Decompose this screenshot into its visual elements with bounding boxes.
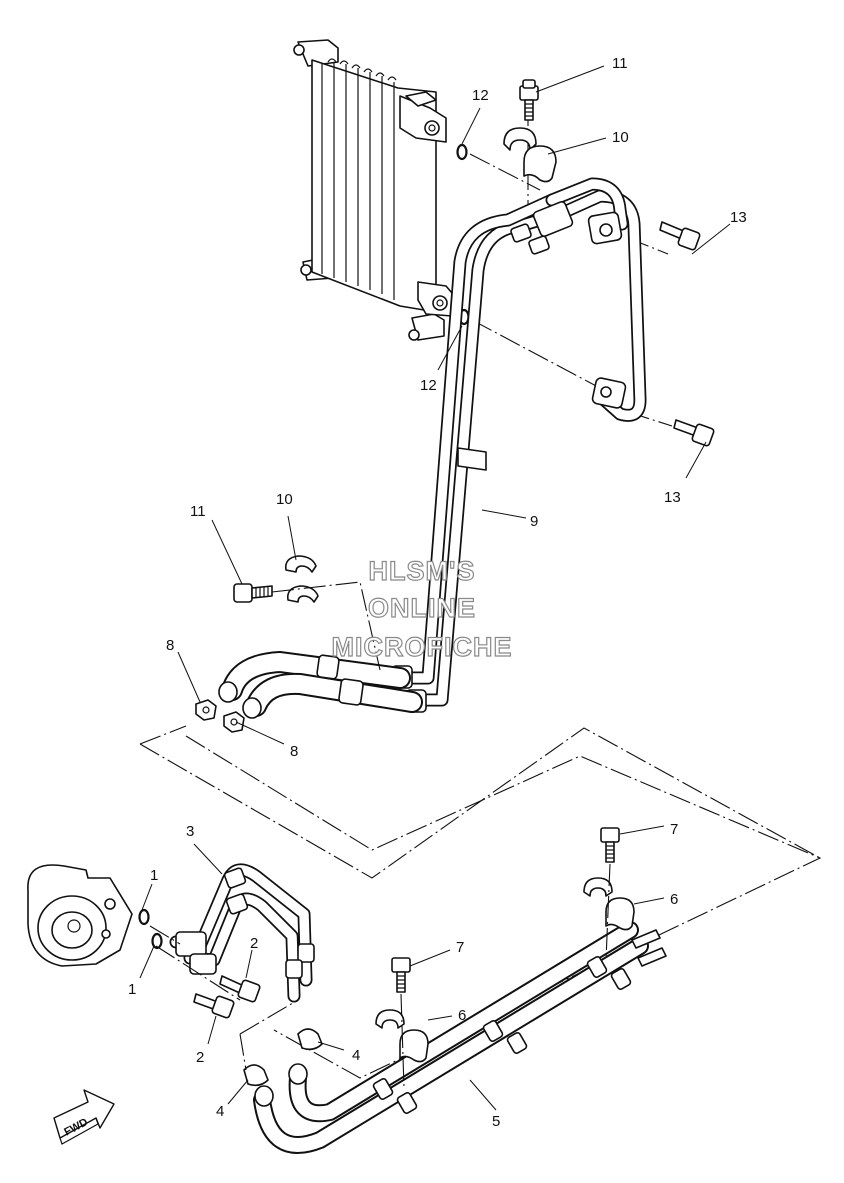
- bolt-2-lower: [193, 993, 235, 1019]
- hose-clip-4-upper: [297, 1028, 323, 1051]
- bolt-2-upper: [219, 975, 261, 1003]
- bolt-7-right: [600, 827, 620, 863]
- callout-10-upper: 10: [612, 129, 629, 146]
- callout-7-right: 7: [670, 821, 678, 838]
- callout-6-left: 6: [458, 1007, 466, 1024]
- hose-clip-8-left: [195, 699, 217, 721]
- callout-12-lower: 12: [420, 377, 437, 394]
- clamp-6-right: [583, 877, 635, 931]
- bolt-11-upper: [519, 79, 539, 121]
- callout-3: 3: [186, 823, 194, 840]
- callout-4-upper: 4: [352, 1047, 360, 1064]
- hose-upper-left: [218, 651, 423, 719]
- callout-6-right: 6: [670, 891, 678, 908]
- callout-11-middle: 11: [190, 503, 206, 520]
- fwd-arrow-icon: FWD: [53, 1089, 115, 1145]
- watermark-line2: ONLINE: [368, 593, 476, 623]
- clamp-10-middle: [284, 555, 319, 603]
- bolt-13-upper: [659, 221, 701, 251]
- callout-9: 9: [530, 513, 538, 530]
- clamp-10-upper: [503, 127, 557, 183]
- oil-pipe-assy-9: [391, 177, 647, 713]
- oil-cooler: [293, 39, 459, 341]
- callout-10-middle: 10: [276, 491, 293, 508]
- callout-4-lower: 4: [216, 1103, 224, 1120]
- callout-7-left: 7: [456, 939, 464, 956]
- callout-2-upper: 2: [250, 935, 258, 952]
- o-ring-12-upper: [456, 143, 468, 161]
- hose-clip-4-lower: [243, 1064, 269, 1087]
- watermark-line3: MICROFICHE: [332, 632, 513, 662]
- bolt-7-left: [391, 957, 411, 993]
- bolt-11-middle: [233, 583, 273, 603]
- callout-8-upper: 8: [166, 637, 174, 654]
- o-ring-1-lower: [151, 932, 163, 950]
- oil-pipe-3: [169, 863, 315, 1003]
- bolt-13-lower: [673, 419, 715, 447]
- callout-2-lower: 2: [196, 1049, 204, 1066]
- callout-13-lower: 13: [664, 489, 681, 506]
- watermark-line1: HLSM'S: [369, 556, 476, 586]
- watermark: HLSM'S ONLINE MICROFICHE: [331, 555, 513, 662]
- callout-13-upper: 13: [730, 209, 747, 226]
- callout-11-upper: 11: [612, 55, 628, 72]
- engine-case-boss: [27, 864, 133, 967]
- o-ring-1-upper: [138, 908, 150, 926]
- callout-12-upper: 12: [472, 87, 489, 104]
- callout-1-upper: 1: [150, 867, 158, 884]
- callout-8-lower: 8: [290, 743, 298, 760]
- callout-1-lower: 1: [128, 981, 136, 998]
- oil-hose-5: [253, 921, 667, 1154]
- clamp-6-left: [375, 1009, 429, 1063]
- callout-5: 5: [492, 1113, 500, 1130]
- hose-clip-8-right: [223, 711, 245, 733]
